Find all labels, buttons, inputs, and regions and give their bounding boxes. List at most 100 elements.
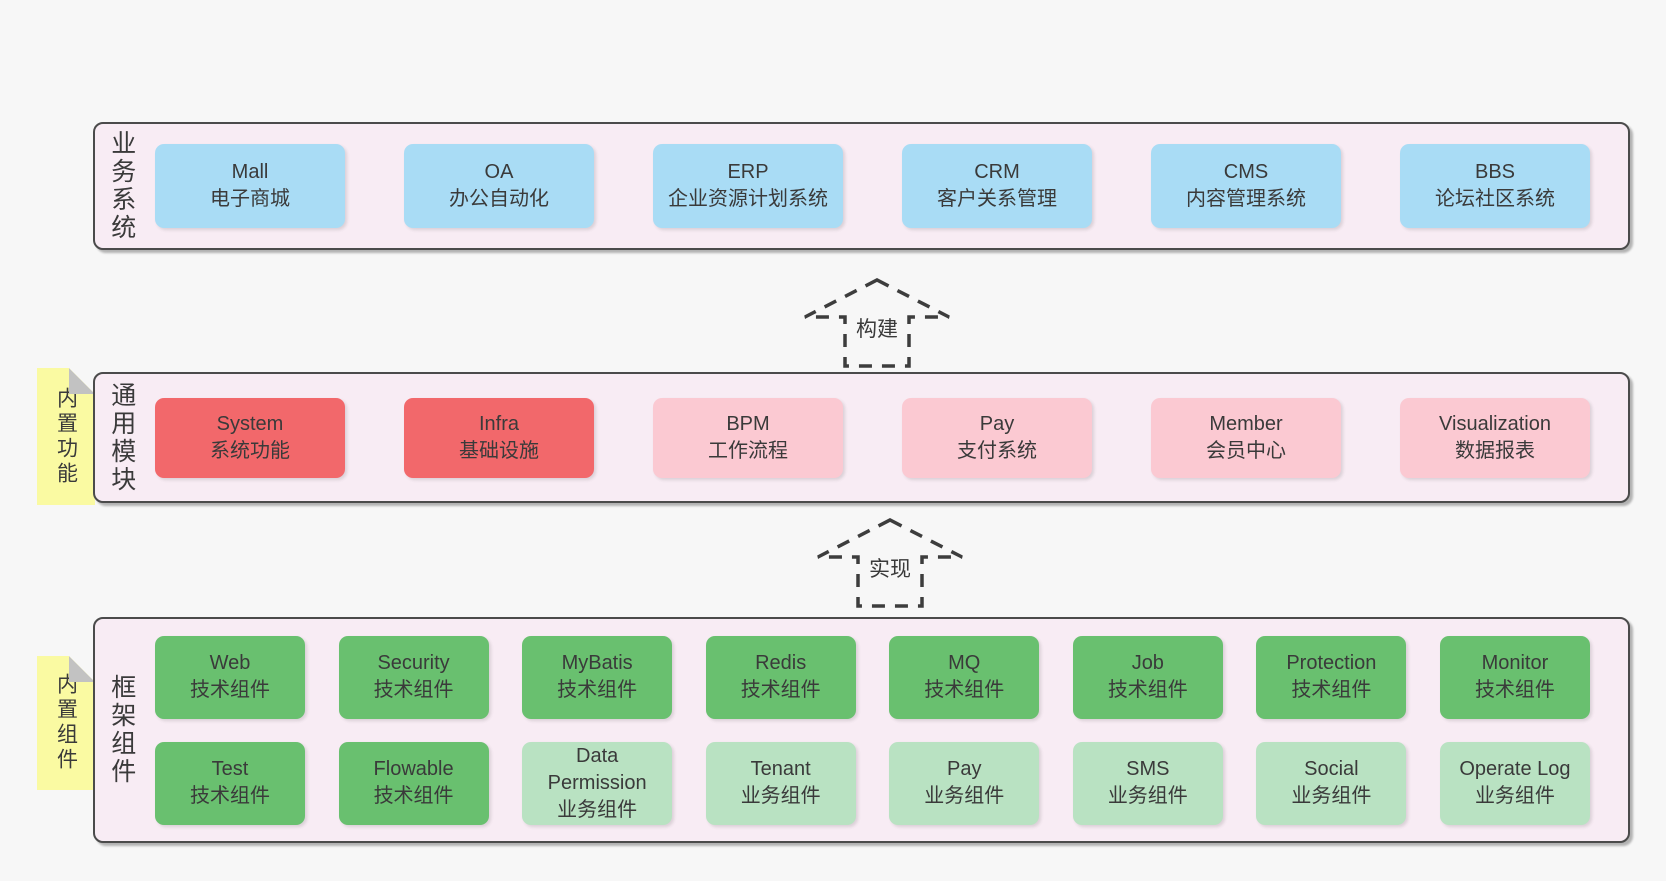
node-subtitle: 支付系统	[957, 439, 1037, 462]
folded-corner-icon	[69, 368, 95, 394]
node-monitor: Monitor 技术组件	[1439, 635, 1590, 719]
node-title: Pay	[947, 758, 982, 780]
node-title: Web	[209, 652, 251, 674]
node-title: CMS	[1223, 161, 1269, 183]
node-redis: Redis 技术组件	[705, 635, 856, 719]
component-row-2: Test 技术组件 Flowable 技术组件 Data Permission …	[155, 741, 1590, 825]
build-arrow: 构建	[802, 277, 952, 369]
node-subtitle: 电子商城	[210, 188, 290, 210]
node-subtitle: 系统功能	[210, 439, 290, 462]
arrow-label: 实现	[865, 553, 915, 583]
node-mall: Mall 电子商城	[155, 144, 345, 228]
sticky-label: 内置功能	[54, 386, 78, 487]
node-title: Tenant	[750, 758, 811, 780]
node-title: Pay	[979, 412, 1015, 435]
node-title: Protection	[1286, 652, 1377, 674]
node-subtitle: 技术组件	[1474, 679, 1555, 701]
node-title: Infra	[478, 412, 520, 435]
node-subtitle: 会员中心	[1206, 439, 1286, 462]
node-erp: ERP 企业资源计划系统	[653, 144, 843, 228]
node-subtitle: 论坛社区系统	[1435, 188, 1555, 210]
node-title: ERP	[727, 161, 769, 183]
node-crm: CRM 客户关系管理	[902, 144, 1092, 228]
node-title: Operate Log	[1459, 758, 1571, 780]
node-oa: OA 办公自动化	[404, 144, 594, 228]
node-subtitle: 企业资源计划系统	[668, 188, 828, 210]
sticky-label: 内置组件	[54, 673, 78, 773]
band-business-systems: 业务系统 Mall 电子商城 OA 办公自动化 ERP 企业资源计划系统 CRM…	[93, 122, 1630, 250]
node-system: System 系统功能	[155, 397, 345, 478]
node-subtitle: 技术组件	[190, 679, 270, 701]
node-subtitle: 办公自动化	[449, 188, 549, 210]
node-flowable: Flowable 技术组件	[338, 741, 489, 825]
node-subtitle: 内容管理系统	[1186, 188, 1306, 210]
folded-corner-icon	[69, 656, 95, 682]
node-title: Security	[377, 652, 450, 674]
node-pay: Pay 支付系统	[902, 397, 1092, 478]
node-title: Social	[1304, 758, 1359, 780]
node-operate-log: Operate Log 业务组件	[1439, 741, 1590, 825]
arrow-label: 构建	[852, 313, 902, 343]
band-content: Web 技术组件 Security 技术组件 MyBatis 技术组件 Redi…	[147, 619, 1628, 841]
node-title: Mall	[231, 161, 269, 183]
node-subtitle: 技术组件	[373, 679, 454, 701]
node-tenant: Tenant 业务组件	[705, 741, 856, 825]
node-bbs: BBS 论坛社区系统	[1400, 144, 1590, 228]
node-pay-business: Pay 业务组件	[889, 741, 1040, 825]
band-common-modules: 通用模块 System 系统功能 Infra 基础设施 BPM 工作流程 Pay…	[93, 372, 1630, 503]
band-side-label: 通用模块	[95, 374, 147, 501]
sticky-built-in-features: 内置功能	[37, 368, 95, 505]
node-title: Data Permission	[547, 744, 647, 794]
node-title: System	[216, 412, 284, 435]
node-title: BPM	[726, 412, 770, 435]
node-subtitle: 数据报表	[1455, 439, 1535, 462]
node-subtitle: 技术组件	[924, 679, 1005, 701]
node-subtitle: 业务组件	[740, 785, 821, 807]
node-job: Job 技术组件	[1072, 635, 1223, 719]
node-infra: Infra 基础设施	[404, 397, 594, 478]
node-subtitle: 技术组件	[740, 679, 821, 701]
node-title: Flowable	[373, 758, 454, 780]
node-subtitle: 业务组件	[1291, 785, 1372, 807]
band-side-label-text: 通用模块	[107, 381, 136, 494]
node-subtitle: 基础设施	[459, 439, 539, 462]
node-title: MQ	[948, 652, 981, 674]
implement-arrow: 实现	[815, 517, 965, 609]
band-side-label-text: 业务系统	[107, 130, 136, 242]
band-framework-components: 框架组件 Web 技术组件 Security 技术组件 MyBatis 技术组件…	[93, 617, 1630, 843]
node-data-permission: Data Permission 业务组件	[522, 741, 673, 825]
node-title: Redis	[755, 652, 807, 674]
node-title: OA	[484, 161, 514, 183]
node-security: Security 技术组件	[338, 635, 489, 719]
band-content: Mall 电子商城 OA 办公自动化 ERP 企业资源计划系统 CRM 客户关系…	[147, 124, 1628, 248]
node-subtitle: 业务组件	[1107, 785, 1188, 807]
node-subtitle: 工作流程	[708, 439, 788, 462]
node-title: CRM	[974, 161, 1020, 183]
sticky-built-in-components: 内置组件	[37, 656, 95, 790]
node-visualization: Visualization 数据报表	[1400, 397, 1590, 478]
node-title: MyBatis	[561, 652, 633, 674]
component-row-1: Web 技术组件 Security 技术组件 MyBatis 技术组件 Redi…	[155, 635, 1590, 719]
band-side-label: 业务系统	[95, 124, 147, 248]
node-mybatis: MyBatis 技术组件	[522, 635, 673, 719]
node-cms: CMS 内容管理系统	[1151, 144, 1341, 228]
node-subtitle: 业务组件	[557, 798, 638, 821]
node-title: SMS	[1126, 758, 1170, 780]
node-member: Member 会员中心	[1151, 397, 1341, 478]
node-subtitle: 客户关系管理	[937, 188, 1057, 210]
node-protection: Protection 技术组件	[1256, 635, 1407, 719]
node-title: Monitor	[1481, 652, 1549, 674]
node-bpm: BPM 工作流程	[653, 397, 843, 478]
node-subtitle: 业务组件	[1474, 785, 1555, 807]
node-title: Visualization	[1439, 412, 1551, 435]
node-title: BBS	[1474, 161, 1516, 183]
node-subtitle: 技术组件	[1291, 679, 1372, 701]
node-mq: MQ 技术组件	[889, 635, 1040, 719]
node-sms: SMS 业务组件	[1072, 741, 1223, 825]
node-subtitle: 技术组件	[557, 679, 638, 701]
node-subtitle: 技术组件	[373, 785, 454, 807]
node-title: Test	[211, 758, 249, 780]
node-subtitle: 技术组件	[190, 785, 270, 807]
node-web: Web 技术组件	[155, 635, 305, 719]
